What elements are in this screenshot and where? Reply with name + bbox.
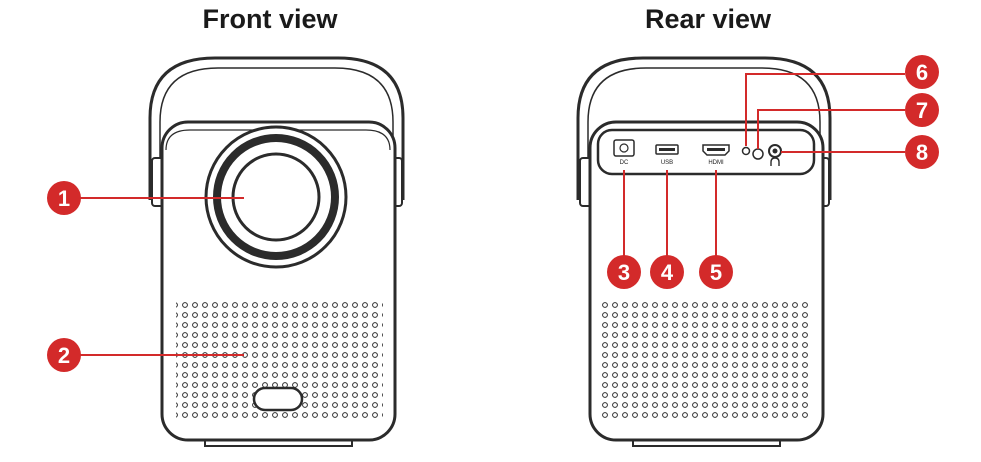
callout-leader-lines [80, 73, 905, 356]
lens-glass [231, 152, 321, 242]
callout-8: 8 [905, 135, 939, 169]
headphone-icon [770, 157, 780, 166]
callout-5-number: 5 [710, 260, 722, 285]
callout-8-number: 8 [916, 140, 928, 165]
rear-handle [576, 56, 832, 200]
front-view-title: Front view [202, 4, 338, 34]
front-projector [148, 56, 405, 447]
callout-6-number: 6 [916, 60, 928, 85]
dc-port-label: DC [620, 160, 629, 166]
indicator-light [741, 146, 751, 156]
callout-2: 2 [47, 338, 81, 372]
front-button [252, 386, 304, 412]
rear-speaker-grille [602, 298, 809, 422]
callout-2-number: 2 [58, 343, 70, 368]
reset-hole [752, 148, 764, 160]
rear-projector: DC USB HDMI [576, 56, 832, 447]
callout-4: 4 [650, 255, 684, 289]
callout-3-number: 3 [618, 260, 630, 285]
callout-6: 6 [905, 55, 939, 89]
callout-1-number: 1 [58, 186, 70, 211]
callout-5: 5 [699, 255, 733, 289]
usb-port-label: USB [661, 160, 673, 166]
front-handle [148, 56, 405, 200]
callout-3: 3 [607, 255, 641, 289]
rear-view-title: Rear view [644, 4, 772, 34]
callout-4-number: 4 [661, 260, 674, 285]
callout-1: 1 [47, 181, 81, 215]
hdmi-port-label: HDMI [708, 160, 724, 166]
callout-7-number: 7 [916, 98, 928, 123]
callout-7: 7 [905, 93, 939, 127]
dc-port [613, 139, 635, 157]
